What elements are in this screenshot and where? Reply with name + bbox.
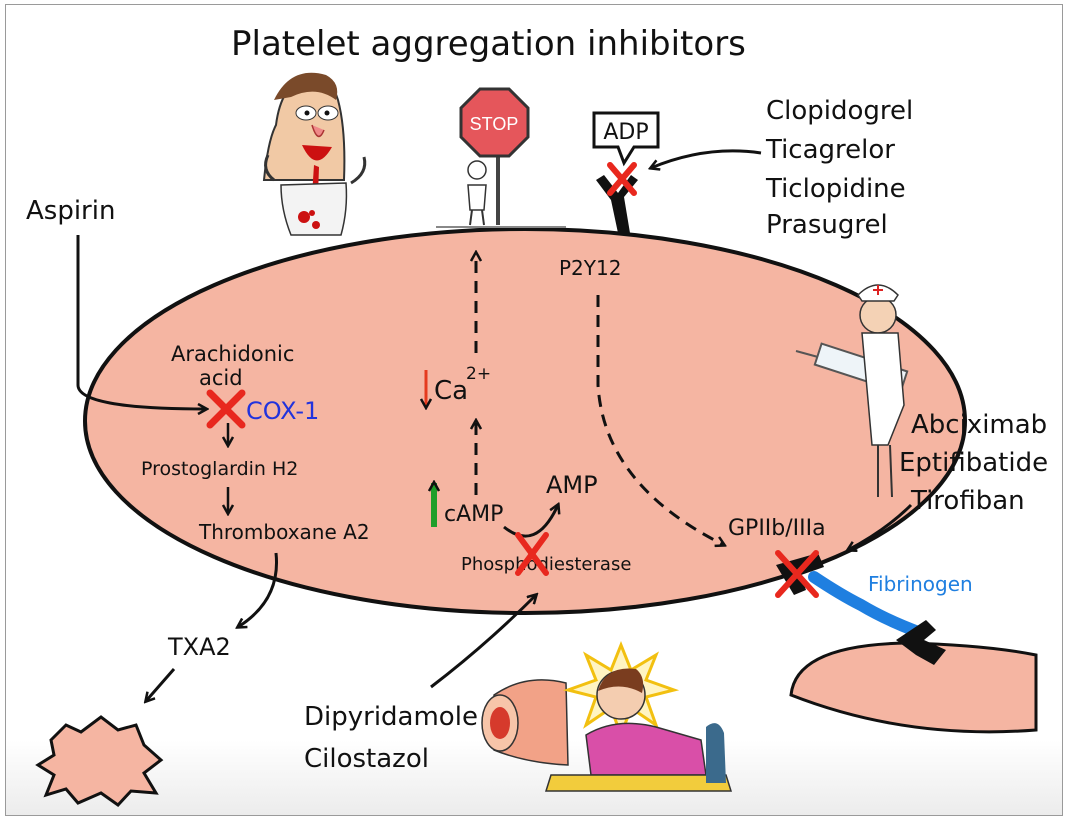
gp-receptor-label: GPIIb/IIIa (728, 516, 826, 541)
platelet-cell (83, 227, 967, 615)
headache-person-illustration (544, 640, 733, 792)
phosphodiesterase-label: Phosphodiesterase (461, 554, 631, 575)
drug-ticagrelor: Ticagrelor (765, 135, 895, 165)
camp-label: cAMP (444, 502, 503, 527)
thromboxane-label: Thromboxane A2 (198, 520, 370, 544)
gp-block-cross (775, 550, 819, 598)
adjacent-platelet (789, 641, 1038, 734)
gp-drug-arrow (848, 503, 913, 550)
bleeding-man-illustration (262, 72, 367, 236)
pde-drug-arrow (430, 595, 536, 689)
aspirin-arrow (76, 235, 206, 409)
pde-block-cross (515, 532, 549, 576)
nurse-syringe-illustration (795, 284, 909, 498)
calcium-label: Ca (434, 376, 468, 406)
fibrinogen-label: Fibrinogen (868, 572, 973, 596)
drug-cilostazol: Cilostazol (304, 744, 429, 774)
adp-bubble: ADP (592, 111, 660, 167)
drug-ticlopidine: Ticlopidine (765, 174, 906, 204)
prostaglandin-label: Prostoglardin H2 (141, 458, 298, 480)
diagram-canvas: Platelet aggregation inhibitors STOP (26, 24, 1048, 807)
adp-block-cross (607, 162, 637, 196)
txa2-label: TXA2 (167, 633, 231, 661)
calcium-charge: 2+ (466, 364, 491, 384)
drug-eptifibatide: Eptifibatide (899, 448, 1048, 478)
p2y12-drug-arrow (651, 149, 762, 168)
arachidonic-acid-label-2: acid (199, 366, 243, 390)
gp-drug-list: Abciximab Eptifibatide Tirofiban (899, 410, 1048, 516)
drug-prasugrel: Prasugrel (766, 210, 888, 240)
stop-sign-illustration: STOP (436, 87, 566, 228)
arrow-to-activated-platelet (146, 668, 176, 701)
adp-label: ADP (603, 120, 648, 145)
diagram-title: Platelet aggregation inhibitors (231, 24, 746, 64)
p2y12-label: P2Y12 (559, 256, 621, 280)
diagram-frame: Platelet aggregation inhibitors STOP (5, 4, 1063, 816)
p2y12-to-gp-dashed-arrow (596, 295, 724, 545)
activated-platelet (35, 715, 164, 807)
drug-dipyridamole: Dipyridamole (304, 702, 478, 732)
p2y12-drug-list: Clopidogrel Ticagrelor Ticlopidine Prasu… (765, 96, 913, 240)
aspirin-label: Aspirin (26, 196, 115, 226)
drug-clopidogrel: Clopidogrel (766, 96, 913, 126)
fibrinogen-strand (808, 571, 927, 639)
arachidonic-acid-label-1: Arachidonic (171, 342, 294, 366)
drug-tirofiban: Tirofiban (910, 486, 1025, 516)
stop-sign-text: STOP (470, 114, 519, 134)
gp-receptor-shape-2 (896, 620, 946, 665)
amp-label: AMP (546, 471, 598, 499)
cox1-block-cross (206, 389, 246, 429)
arrow-to-txa2 (238, 552, 279, 627)
blood-vessel-illustration (481, 679, 569, 766)
drug-abciximab: Abciximab (911, 410, 1047, 440)
cox1-label: COX-1 (246, 397, 319, 425)
camp-to-amp-arrow (503, 505, 558, 538)
